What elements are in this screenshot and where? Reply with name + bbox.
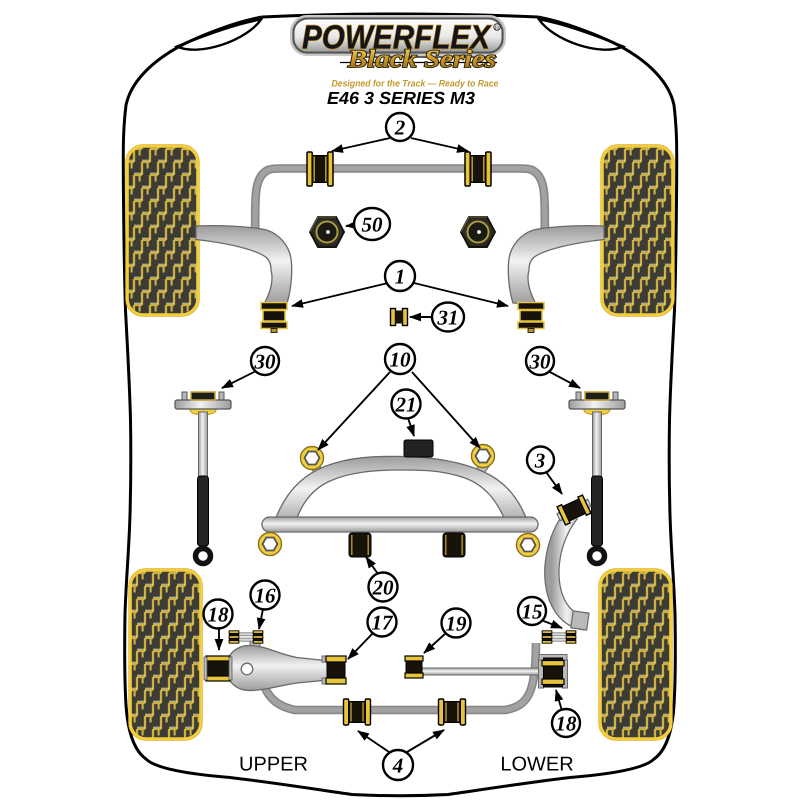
- svg-text:30: 30: [254, 350, 277, 374]
- svg-text:17: 17: [372, 611, 395, 635]
- svg-text:2: 2: [394, 116, 406, 140]
- svg-text:31: 31: [437, 306, 459, 330]
- svg-text:20: 20: [372, 576, 395, 600]
- svg-text:LOWER: LOWER: [500, 754, 573, 776]
- svg-text:3: 3: [534, 449, 546, 473]
- svg-text:19: 19: [446, 612, 468, 636]
- svg-text:UPPER: UPPER: [239, 754, 308, 776]
- svg-text:10: 10: [390, 348, 412, 372]
- svg-text:Designed for the Track — Ready: Designed for the Track — Ready to Race: [332, 79, 500, 90]
- svg-text:1: 1: [395, 265, 406, 289]
- svg-text:POWERFLEX: POWERFLEX: [302, 20, 492, 57]
- svg-text:15: 15: [522, 600, 543, 624]
- svg-text:Black Series: Black Series: [347, 46, 496, 73]
- svg-text:4: 4: [392, 754, 404, 778]
- svg-text:18: 18: [556, 712, 578, 736]
- svg-text:E46 3 SERIES M3: E46 3 SERIES M3: [327, 88, 475, 108]
- svg-text:30: 30: [529, 350, 552, 374]
- svg-text:18: 18: [208, 603, 230, 627]
- svg-text:50: 50: [362, 213, 384, 237]
- svg-text:16: 16: [255, 584, 277, 608]
- svg-text:R: R: [495, 26, 499, 32]
- svg-text:21: 21: [395, 393, 417, 417]
